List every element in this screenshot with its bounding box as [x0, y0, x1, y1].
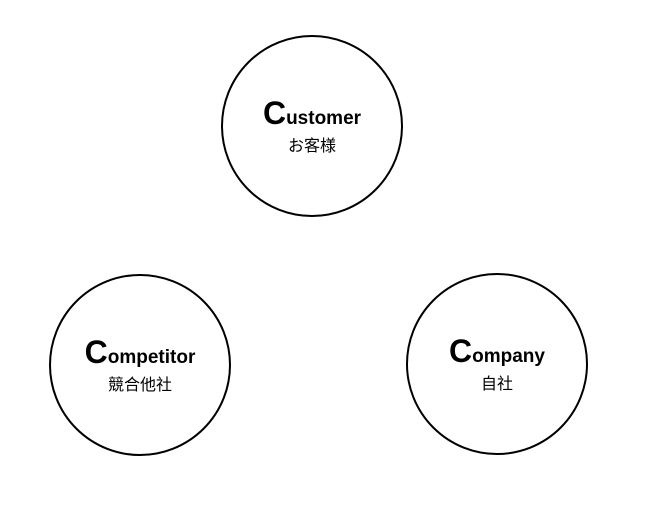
customer-label-rest: ustomer — [286, 107, 362, 129]
customer-circle: Customer お客様 — [221, 35, 403, 217]
customer-initial: C — [262, 94, 287, 131]
company-label-rest: ompany — [472, 345, 545, 367]
competitor-japanese: 競合他社 — [107, 374, 172, 394]
company-label: Company — [449, 335, 545, 367]
competitor-label-rest: ompetitor — [107, 346, 196, 368]
customer-japanese: お客様 — [287, 135, 336, 155]
competitor-circle: Competitor 競合他社 — [49, 274, 231, 456]
company-japanese: 自社 — [480, 373, 513, 393]
customer-label: Customer — [263, 97, 361, 129]
competitor-initial: C — [84, 333, 108, 370]
competitor-label: Competitor — [85, 336, 196, 368]
company-circle: Company 自社 — [406, 273, 588, 455]
company-initial: C — [449, 332, 473, 369]
